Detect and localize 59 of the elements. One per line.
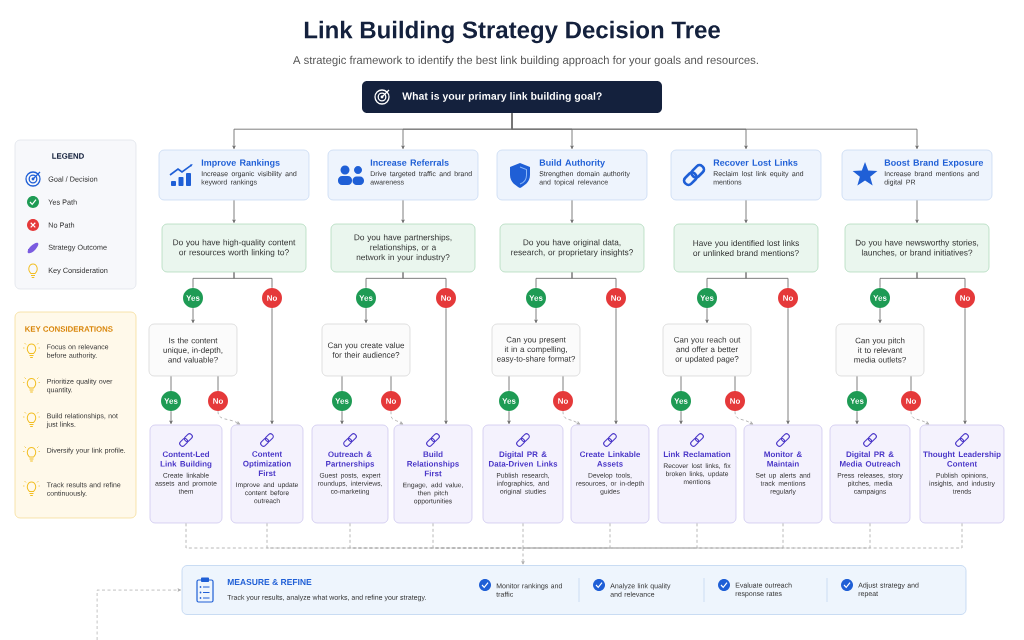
arrow bbox=[910, 410, 930, 425]
question-box: Can you pitch it to relevant media outlets? bbox=[835, 323, 925, 377]
arrow bbox=[679, 410, 683, 425]
connector-line bbox=[233, 271, 273, 289]
connector-line bbox=[571, 271, 617, 289]
question-box: Can you present it in a compelling, easy-to-share format? bbox=[491, 323, 581, 377]
connector-line bbox=[734, 375, 736, 392]
connector-line bbox=[522, 522, 524, 549]
arrow bbox=[270, 307, 274, 425]
connector-line bbox=[916, 271, 966, 289]
connector-line bbox=[745, 271, 789, 289]
arrow bbox=[444, 307, 448, 425]
connector-line bbox=[508, 375, 510, 392]
question-box: Is the content unique, in-depth, and valuable? bbox=[148, 323, 238, 377]
question-box: What is your primary link building goal? bbox=[362, 81, 662, 113]
arrow bbox=[364, 307, 368, 324]
arrow bbox=[855, 410, 859, 425]
arrow bbox=[232, 199, 236, 224]
question-box: Do you have original data, research, or proprietary insights? bbox=[499, 223, 645, 273]
connector-line bbox=[522, 522, 963, 549]
arrow bbox=[734, 410, 754, 425]
arrow bbox=[401, 199, 405, 224]
arrow bbox=[562, 410, 581, 425]
arrow bbox=[521, 547, 525, 565]
arrow bbox=[96, 588, 182, 640]
connector-line bbox=[680, 375, 682, 392]
connector-line bbox=[856, 375, 858, 392]
question-box: Can you create value for their audience? bbox=[321, 323, 411, 377]
arrow bbox=[507, 410, 511, 425]
connector-line bbox=[217, 375, 219, 392]
subtitle: A strategic framework to identify the best link building approach for your goals and resources. bbox=[293, 55, 758, 67]
arrow bbox=[963, 307, 967, 425]
connector-line bbox=[402, 271, 447, 289]
connector-line bbox=[170, 375, 172, 392]
arrow bbox=[191, 307, 195, 324]
arrow bbox=[570, 199, 574, 224]
arrow bbox=[705, 307, 709, 324]
arrow bbox=[169, 410, 173, 425]
arrow bbox=[511, 112, 919, 150]
title: Link Building Strategy Decision Tree bbox=[304, 20, 720, 44]
arrow bbox=[878, 307, 882, 324]
connector-line bbox=[432, 522, 524, 549]
arrow bbox=[390, 410, 404, 425]
arrow bbox=[217, 410, 241, 425]
question-box: Do you have newsworthy stories, launches, or brand initiatives? bbox=[844, 223, 990, 273]
arrow bbox=[340, 410, 344, 425]
arrow bbox=[786, 307, 790, 425]
connector-line bbox=[390, 375, 392, 392]
question-box: Do you have high-quality content or resources worth linking to? bbox=[161, 223, 307, 273]
arrow bbox=[744, 199, 748, 224]
question-box: Do you have partnerships, relationships, or a network in your industry? bbox=[330, 223, 476, 273]
question-box: Have you identified lost links or unlinked brand mentions? bbox=[673, 223, 819, 273]
arrow bbox=[915, 199, 919, 224]
arrow bbox=[534, 307, 538, 324]
question-box: Can you reach out and offer a better or updated page? bbox=[662, 323, 752, 377]
arrow bbox=[614, 307, 618, 425]
connector-line bbox=[562, 375, 564, 392]
connector-line bbox=[910, 375, 912, 392]
connector-line bbox=[341, 375, 343, 392]
